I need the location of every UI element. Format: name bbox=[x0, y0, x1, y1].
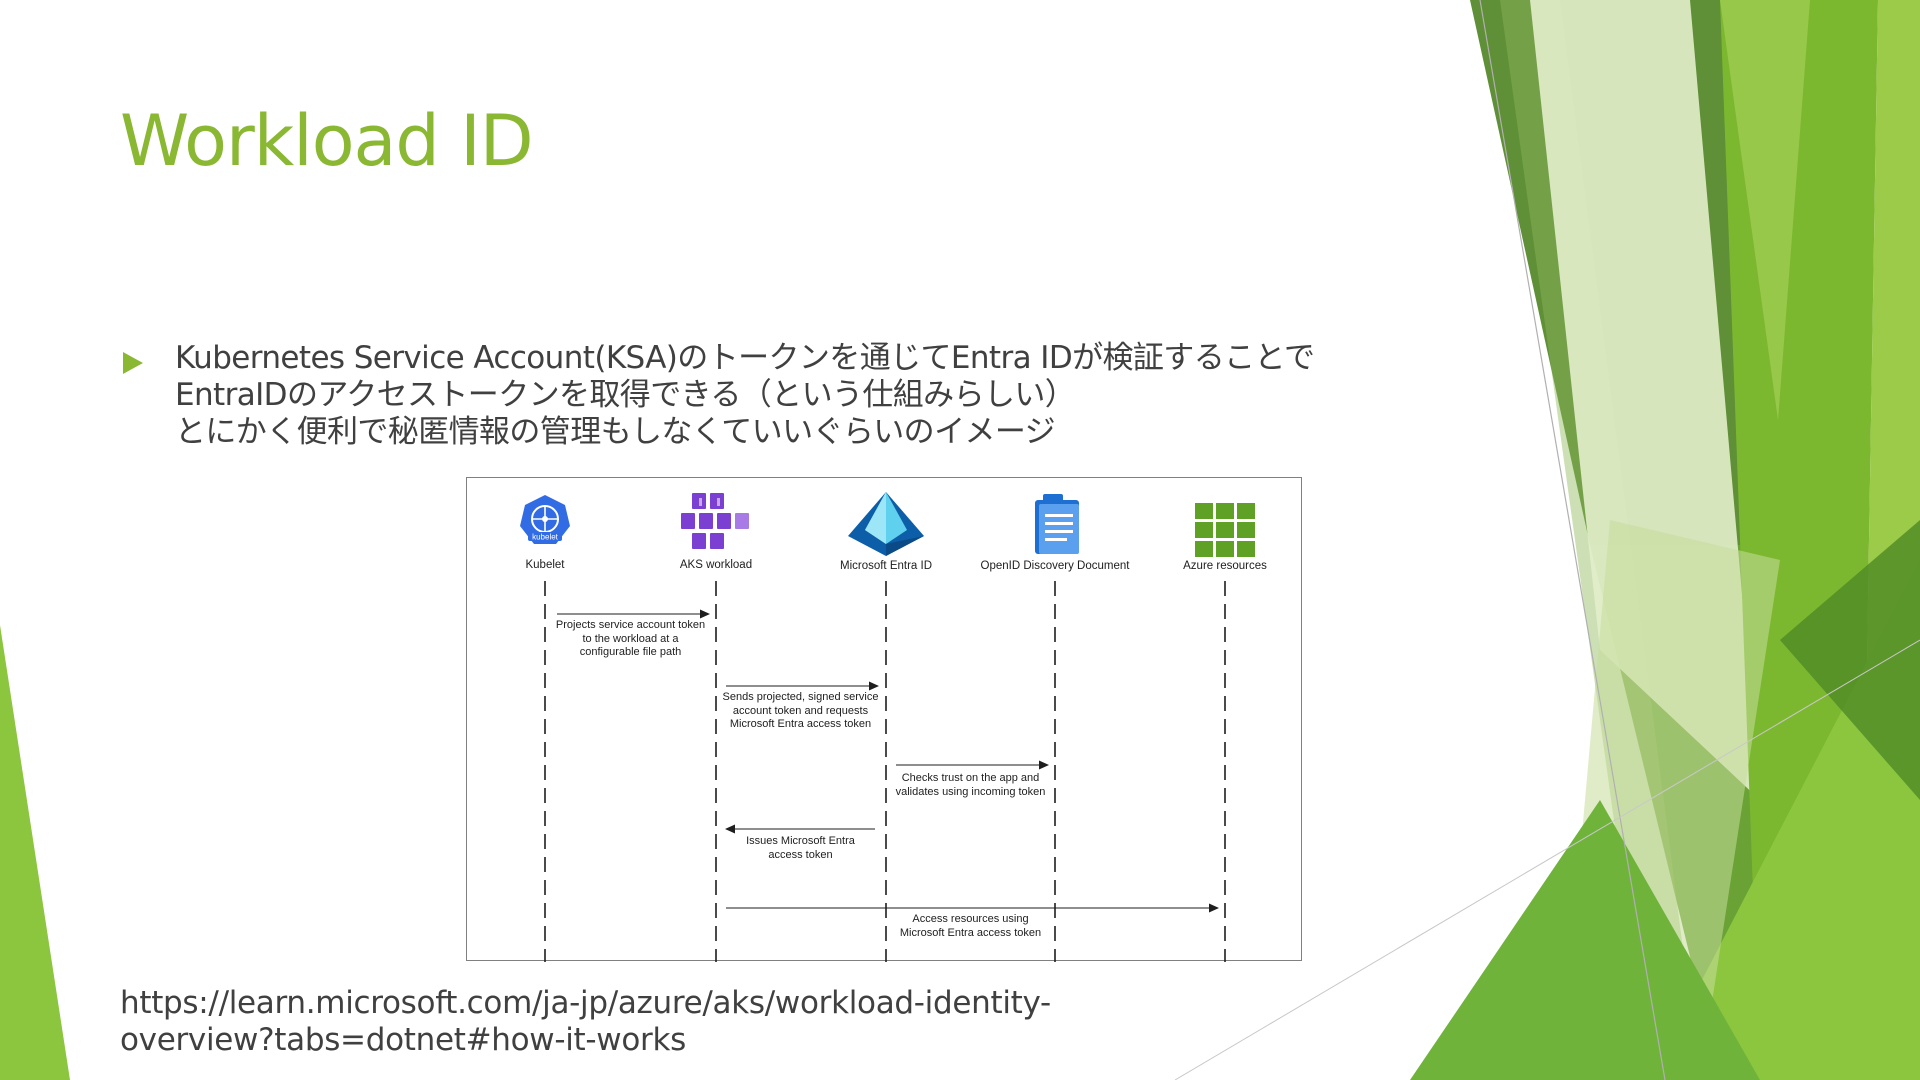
document-icon bbox=[1035, 494, 1079, 554]
source-url-line[interactable]: https://learn.microsoft.com/ja-jp/azure/… bbox=[120, 985, 1051, 1021]
kubelet-icon: kubelet bbox=[520, 495, 570, 544]
deco-facet bbox=[1410, 800, 1760, 1080]
bullet-line: Kubernetes Service Account(KSA)のトークンを通じて… bbox=[175, 340, 1315, 376]
message-label: Sends projected, signed service account … bbox=[713, 691, 888, 732]
deco-line bbox=[1479, 0, 1666, 1080]
deco-facet bbox=[1720, 0, 1810, 420]
message-label: Issues Microsoft Entra access token bbox=[713, 835, 888, 862]
sequence-diagram: kubelet bbox=[466, 477, 1302, 962]
entra-id-icon bbox=[848, 492, 924, 556]
bullet-line: EntraIDのアクセストークンを取得できる（という仕組みらしい） bbox=[175, 377, 1076, 413]
participant-label-azure-resources: Azure resources bbox=[1183, 560, 1267, 572]
participant-label-openid-document: OpenID Discovery Document bbox=[980, 560, 1130, 572]
kubelet-badge: kubelet bbox=[532, 533, 559, 542]
arrowhead bbox=[1209, 903, 1219, 913]
participant-label-aks-workload: AKS workload bbox=[679, 559, 753, 571]
message-line: Checks trust on the app and bbox=[901, 772, 1040, 784]
message-line: Access resources using bbox=[912, 913, 1029, 925]
arrowhead bbox=[869, 681, 879, 691]
message-label: Checks trust on the app and validates us… bbox=[883, 772, 1058, 799]
aks-workload-icon bbox=[681, 493, 749, 549]
message-label: Access resources using Microsoft Entra a… bbox=[883, 913, 1058, 940]
message-line: Issues Microsoft Entra bbox=[746, 835, 855, 847]
message-line: Microsoft Entra access token bbox=[729, 718, 872, 730]
arrowhead bbox=[1039, 760, 1049, 770]
arrowhead bbox=[725, 824, 735, 834]
message-line: to the workload at a bbox=[582, 632, 679, 645]
bullet-line: とにかく便利で秘匿情報の管理もしなくていいぐらいのイメージ bbox=[175, 414, 1056, 450]
message-line: Sends projected, signed service bbox=[722, 691, 879, 703]
bullet-text: Kubernetes Service Account(KSA)のトークンを通じて… bbox=[175, 340, 1315, 451]
message-line: configurable file path bbox=[579, 646, 682, 658]
source-url-line[interactable]: overview?tabs=dotnet#how-it-works bbox=[120, 1022, 686, 1058]
sequence-diagram-graphics: kubelet bbox=[520, 492, 1255, 962]
message-line: validates using incoming token bbox=[895, 785, 1046, 798]
message-line: Microsoft Entra access token bbox=[899, 926, 1042, 939]
message-line: Projects service account token bbox=[555, 619, 706, 631]
message-label: Projects service account token to the wo… bbox=[543, 619, 718, 660]
message-line: access token bbox=[768, 848, 833, 861]
participant-label-kubelet: Kubelet bbox=[525, 559, 565, 571]
azure-resources-grid-icon bbox=[1195, 503, 1255, 557]
participant-label-entra-id: Microsoft Entra ID bbox=[839, 560, 933, 572]
source-url[interactable]: https://learn.microsoft.com/ja-jp/azure/… bbox=[120, 985, 1051, 1059]
deco-facet bbox=[0, 625, 70, 1080]
bullet-arrow-icon bbox=[123, 352, 143, 374]
deco-facet bbox=[1780, 520, 1920, 800]
slide-title: Workload ID bbox=[120, 100, 534, 182]
deco-line bbox=[1174, 639, 1920, 1080]
arrowhead bbox=[700, 609, 710, 619]
message-line: account token and requests bbox=[732, 704, 869, 717]
